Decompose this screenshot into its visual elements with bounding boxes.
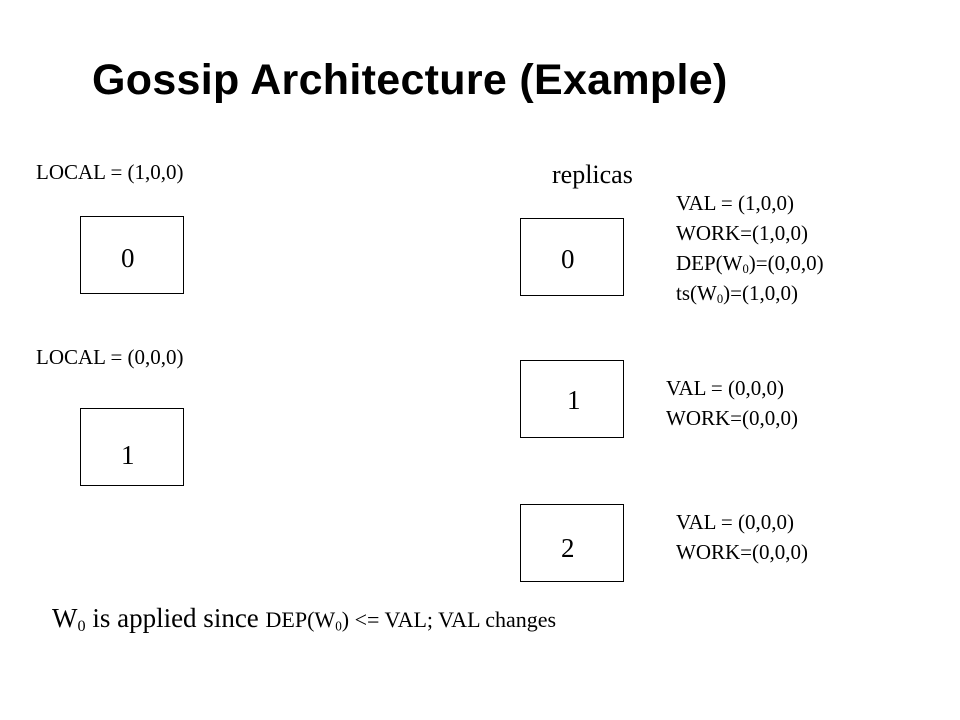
replica-1-box: 1 (520, 360, 624, 438)
replica-1-val: VAL = (0,0,0) (666, 376, 785, 400)
replica-0-box: 0 (520, 218, 624, 296)
replica-0-ts: ts(W0)=(1,0,0) (676, 281, 798, 307)
replica-0-dep: DEP(W0)=(0,0,0) (676, 251, 824, 277)
front-end-1-box: 1 (80, 408, 184, 486)
replica-2-work: WORK=(0,0,0) (676, 540, 808, 564)
replica-1-id: 1 (567, 385, 581, 415)
replica-0-id: 0 (561, 244, 575, 274)
slide-title: Gossip Architecture (Example) (92, 56, 728, 104)
replica-0-val: VAL = (1,0,0) (676, 191, 795, 215)
replica-1-state: VAL = (0,0,0) WORK=(0,0,0) (666, 373, 798, 433)
front-end-0-local-label: LOCAL = (1,0,0) (36, 160, 184, 184)
replica-2-id: 2 (561, 533, 575, 563)
replica-1-work: WORK=(0,0,0) (666, 406, 798, 430)
replica-2-state: VAL = (0,0,0) WORK=(0,0,0) (676, 507, 808, 567)
front-end-1-id: 1 (121, 440, 135, 470)
replica-2-box: 2 (520, 504, 624, 582)
replica-0-work: WORK=(1,0,0) (676, 221, 808, 245)
front-end-0-box: 0 (80, 216, 184, 294)
front-end-1-local-label: LOCAL = (0,0,0) (36, 345, 184, 369)
replica-0-state: VAL = (1,0,0) WORK=(1,0,0) DEP(W0)=(0,0,… (676, 188, 824, 308)
replicas-label: replicas (552, 160, 633, 189)
footer-statement: W0 is applied since DEP(W0) <= VAL; VAL … (52, 603, 557, 636)
replica-2-val: VAL = (0,0,0) (676, 510, 795, 534)
front-end-0-id: 0 (121, 243, 135, 273)
